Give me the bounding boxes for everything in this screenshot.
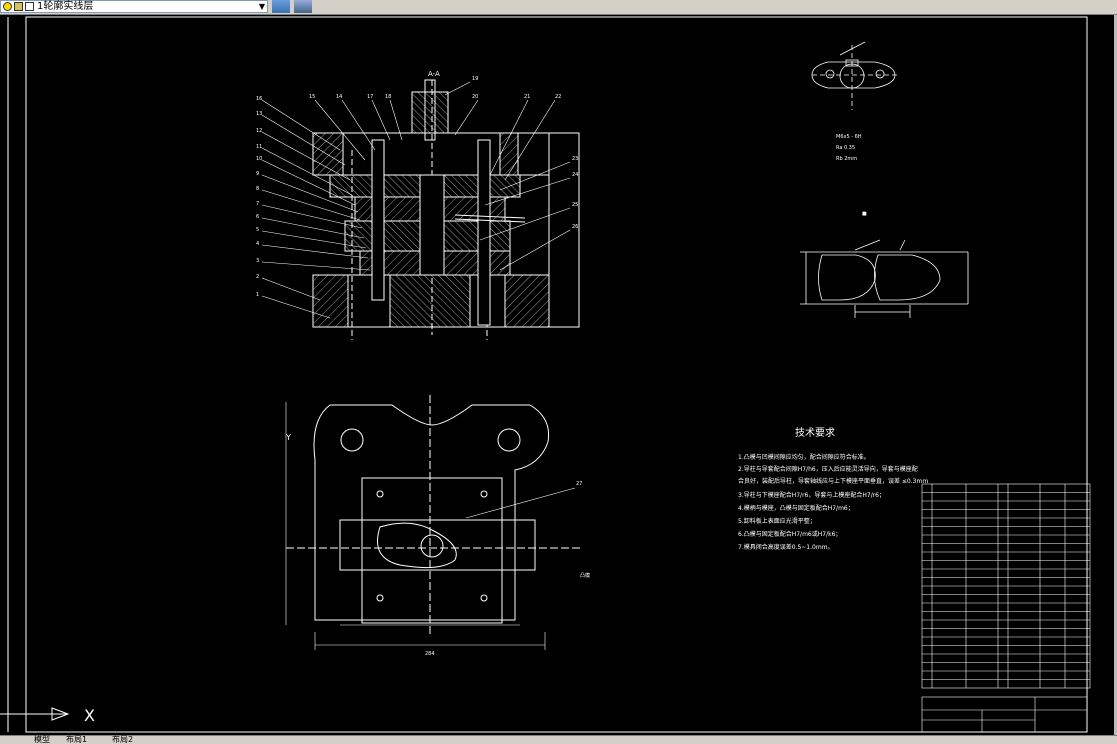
- svg-text:21: 21: [524, 94, 530, 100]
- lower-plate-hatch: [312, 274, 349, 328]
- tab-layout1[interactable]: 布局1: [66, 735, 88, 744]
- strip-outline: [339, 519, 536, 571]
- svg-text:18: 18: [385, 94, 391, 100]
- svg-text:14: 14: [336, 94, 342, 100]
- die-plate-outline: [361, 477, 503, 624]
- plan-view: [285, 395, 580, 650]
- lower-plate-hatch: [504, 274, 550, 328]
- leaders-left: [261, 81, 571, 319]
- layer-color-icon[interactable]: [25, 2, 34, 11]
- svg-text:合良好，装配后导柱，导套轴线应与上下模座平面垂直，误差 ≤0: 合良好，装配后导柱，导套轴线应与上下模座平面垂直，误差 ≤0.3mm: [738, 477, 928, 485]
- layer-name: 1轮廓实线层: [37, 0, 94, 12]
- part-notes: M6x5 - 6H Ra 0.35 Rb 2mm: [836, 134, 862, 162]
- layer-on-icon[interactable]: [3, 2, 12, 11]
- svg-text:13: 13: [256, 111, 262, 117]
- guide-post-outline: [371, 139, 385, 301]
- make-layer-current-button[interactable]: [272, 0, 290, 13]
- svg-text:9: 9: [256, 171, 259, 177]
- title-block: [921, 696, 1088, 733]
- svg-text:Ra 0.35: Ra 0.35: [836, 145, 855, 151]
- svg-text:4: 4: [256, 241, 259, 247]
- guide-post-outline: [477, 139, 491, 326]
- svg-text:16: 16: [256, 96, 262, 102]
- shank-pin: [424, 79, 436, 141]
- vertical-scrollbar[interactable]: [1114, 15, 1117, 737]
- dim-bottom: 284: [425, 651, 435, 657]
- svg-text:4.模柄与模座，凸模与固定板配合H7/m6；: 4.模柄与模座，凸模与固定板配合H7/m6；: [738, 504, 854, 512]
- svg-text:11: 11: [256, 144, 262, 150]
- tech-title: 技术要求: [795, 426, 835, 439]
- strip-label: ■: [862, 211, 867, 217]
- bom-table: [921, 483, 1091, 689]
- svg-text:25: 25: [572, 202, 578, 208]
- svg-text:7.模具闭合高度误差0.5~1.0mm。: 7.模具闭合高度误差0.5~1.0mm。: [738, 543, 834, 551]
- feed-line: [454, 214, 526, 219]
- svg-text:8: 8: [256, 186, 259, 192]
- layer-previous-button[interactable]: [294, 0, 312, 13]
- svg-text:5: 5: [256, 227, 259, 233]
- section-label: A-A: [428, 70, 440, 78]
- guide-hole: [497, 428, 521, 452]
- svg-text:23: 23: [572, 156, 578, 162]
- guide-post: [477, 139, 491, 326]
- part-detail: [811, 41, 897, 110]
- guide-post: [371, 139, 385, 301]
- drawing-frame: [25, 16, 1088, 733]
- upper-plate-hatch: [312, 132, 344, 176]
- punch-outline: [419, 174, 445, 276]
- svg-text:26: 26: [572, 224, 578, 230]
- layer-dropdown[interactable]: 1轮廓实线层 ▼: [0, 0, 268, 13]
- drawing-canvas[interactable]: A-A: [0, 15, 1117, 737]
- svg-text:7: 7: [256, 201, 259, 207]
- svg-text:17: 17: [367, 94, 373, 100]
- cad-drawing: A-A: [0, 16, 1091, 733]
- svg-text:3.导柱与下模座配合H7/r6，导套与上模座配合H7/r6；: 3.导柱与下模座配合H7/r6，导套与上模座配合H7/r6；: [738, 491, 885, 499]
- svg-text:10: 10: [256, 156, 262, 162]
- layout-tabs: 模型 布局1 布局2: [0, 735, 1117, 744]
- punch: [419, 174, 445, 276]
- feed-line: [454, 218, 526, 223]
- die-set-outline: [313, 404, 550, 621]
- guide-hole: [340, 428, 364, 452]
- tech-requirements: 技术要求 1.凸模与凹模间隙应均匀，配合间隙应符合标准。 2.导柱与导套配合间隙…: [738, 426, 928, 551]
- svg-text:1.凸模与凹模间隙应均匀，配合间隙应符合标准。: 1.凸模与凹模间隙应均匀，配合间隙应符合标准。: [738, 453, 870, 461]
- svg-text:12: 12: [256, 128, 262, 134]
- svg-text:19: 19: [472, 76, 478, 82]
- chevron-down-icon[interactable]: ▼: [258, 2, 266, 11]
- callout-27: 27: [576, 481, 582, 487]
- toolbar: 1轮廓实线层 ▼: [0, 0, 1117, 15]
- svg-text:5.卸料板上表面应光滑平整；: 5.卸料板上表面应光滑平整；: [738, 517, 816, 525]
- svg-text:3: 3: [256, 258, 259, 264]
- strip-layout: [800, 239, 969, 318]
- svg-text:24: 24: [572, 172, 578, 178]
- plan-note: 凸模: [580, 572, 590, 579]
- side-guide: [548, 132, 580, 328]
- svg-text:2: 2: [256, 274, 259, 280]
- lower-plate-hatch: [389, 274, 471, 328]
- svg-text:2.导柱与导套配合间隙H7/h6，压入后应能灵活导向，导套与: 2.导柱与导套配合间隙H7/h6，压入后应能灵活导向，导套与模座配: [738, 465, 918, 473]
- svg-text:20: 20: [472, 94, 478, 100]
- upper-plate-hatch: [499, 132, 519, 176]
- svg-text:M6x5 - 6H: M6x5 - 6H: [836, 134, 862, 140]
- dim-left: Y: [285, 433, 291, 442]
- svg-text:Rb 2mm: Rb 2mm: [836, 156, 857, 162]
- tab-layout2[interactable]: 布局2: [112, 735, 134, 744]
- svg-text:1: 1: [256, 292, 259, 298]
- blank-outline: [377, 522, 457, 569]
- section-view: A-A: [312, 70, 580, 340]
- svg-text:6.凸模与固定板配合H7/m6或H7/k6；: 6.凸模与固定板配合H7/m6或H7/k6；: [738, 530, 841, 538]
- die-shank: [411, 91, 449, 134]
- svg-text:22: 22: [555, 94, 561, 100]
- pierce-hole: [420, 534, 444, 558]
- layer-lock-icon[interactable]: [14, 2, 23, 11]
- tab-model[interactable]: 模型: [34, 735, 50, 744]
- svg-text:6: 6: [256, 214, 259, 220]
- ucs-icon: [0, 707, 70, 721]
- svg-text:15: 15: [309, 94, 315, 100]
- ucs-x-label: X: [84, 706, 95, 725]
